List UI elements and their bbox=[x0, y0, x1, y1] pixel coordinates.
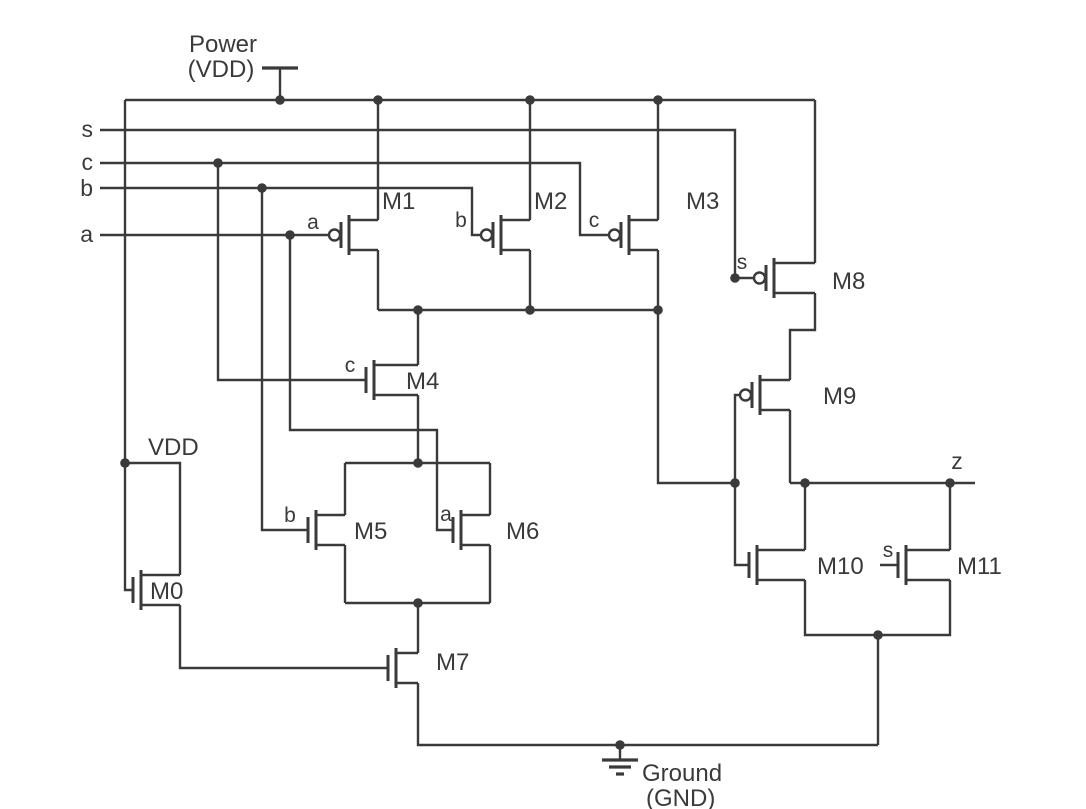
transistor-label-M7: M7 bbox=[436, 649, 469, 676]
junction-dot bbox=[525, 305, 535, 315]
wire-a-branch-to-m6-gate bbox=[288, 235, 453, 532]
label-gate-s-m8: s bbox=[737, 251, 748, 274]
transistor-M2: M2 bbox=[479, 188, 567, 255]
transistor-M1: M1 bbox=[327, 188, 415, 255]
junction-dot bbox=[525, 95, 535, 105]
pmos-bubble-icon bbox=[752, 271, 767, 285]
transistor-label-M1: M1 bbox=[382, 188, 415, 215]
transistor-M4: M4 bbox=[364, 360, 439, 400]
transistor-M7: M7 bbox=[386, 648, 469, 688]
junction-dot bbox=[615, 740, 625, 750]
junction-dot bbox=[730, 273, 740, 283]
junction-dot bbox=[413, 598, 423, 608]
transistor-label-M8: M8 bbox=[832, 268, 865, 295]
wire-m11-source-down bbox=[878, 580, 952, 637]
label-ground-line2: (GND) bbox=[646, 785, 715, 809]
wire-m7-source-to-ground bbox=[416, 683, 878, 747]
pmos-bubble-icon bbox=[738, 388, 753, 402]
label-gate-a-m1: a bbox=[307, 211, 319, 234]
wire-left-rail-to-m0-gate bbox=[123, 100, 133, 592]
junction-dot bbox=[285, 230, 295, 240]
wire-node-to-inv-gates bbox=[656, 310, 735, 485]
label-gate-c-m4: c bbox=[345, 354, 356, 377]
transistor-M6: M6 bbox=[451, 510, 539, 550]
wire-c-line-to-m3-gate bbox=[100, 161, 609, 237]
transistor-M11: M11 bbox=[896, 545, 1002, 585]
label-gate-b-m2: b bbox=[455, 209, 467, 232]
label-power-line2: (VDD) bbox=[188, 56, 255, 83]
junction-dot bbox=[653, 305, 663, 315]
transistor-label-M0: M0 bbox=[150, 578, 183, 605]
transistor-label-M5: M5 bbox=[354, 518, 387, 545]
wire-b-line-to-m2-gate bbox=[100, 186, 481, 237]
label-ground-line1: Ground bbox=[642, 760, 722, 787]
junction-dot bbox=[257, 183, 267, 193]
label-input-c: c bbox=[82, 149, 94, 175]
transistor-M5: M5 bbox=[306, 510, 387, 550]
wire-b-branch-to-m5-gate bbox=[260, 188, 308, 532]
junction-dot bbox=[120, 458, 130, 468]
transistor-M3: M3 bbox=[607, 188, 719, 255]
pmos-bubble-icon bbox=[327, 228, 342, 242]
transistor-label-M9: M9 bbox=[823, 383, 856, 410]
junction-dot bbox=[653, 95, 663, 105]
label-gate-a-m6: a bbox=[440, 503, 452, 526]
label-power-line1: Power bbox=[189, 31, 257, 58]
transistor-label-M4: M4 bbox=[406, 368, 439, 395]
wire-m10-source-down bbox=[803, 580, 878, 637]
label-output-z: z bbox=[951, 448, 963, 474]
transistor-label-M2: M2 bbox=[534, 188, 567, 215]
transistor-M10: M10 bbox=[747, 545, 864, 585]
label-input-b: b bbox=[80, 175, 93, 201]
wire-m0-source-to-m7-gate bbox=[178, 605, 388, 670]
label-input-a: a bbox=[80, 221, 93, 247]
power-vdd-symbol bbox=[262, 66, 298, 100]
transistor-label-M11: M11 bbox=[957, 553, 1002, 580]
wire-s-line-to-m8-gate bbox=[100, 128, 754, 280]
label-gate-c-m3: c bbox=[589, 209, 600, 232]
transistor-label-M10: M10 bbox=[817, 553, 864, 580]
label-gate-s-m11: s bbox=[883, 539, 894, 562]
junction-dot bbox=[373, 95, 383, 105]
junction-dot bbox=[945, 478, 955, 488]
junction-dot bbox=[275, 95, 285, 105]
label-gate-b-m5: b bbox=[284, 504, 296, 527]
transistor-M9: M9 bbox=[738, 375, 856, 415]
transistor-M8: M8 bbox=[752, 258, 865, 298]
wire-m8-drain-to-m9-source bbox=[788, 293, 817, 380]
junction-dot bbox=[213, 158, 223, 168]
label-vdd-label: VDD bbox=[148, 434, 199, 461]
transistor-label-M6: M6 bbox=[506, 518, 539, 545]
label-input-s: s bbox=[82, 116, 94, 142]
junction-dot bbox=[873, 630, 883, 640]
transistor-M0: M0 bbox=[131, 570, 183, 610]
junction-dot bbox=[800, 478, 810, 488]
wire-vdd-stub-to-m0-drain bbox=[125, 461, 182, 575]
pmos-bubble-icon bbox=[607, 228, 622, 242]
pmos-bubble-icon bbox=[479, 228, 494, 242]
transistor-label-M3: M3 bbox=[686, 188, 719, 215]
junction-dot bbox=[413, 458, 423, 468]
junction-dot bbox=[730, 478, 740, 488]
junction-dot bbox=[413, 305, 423, 315]
